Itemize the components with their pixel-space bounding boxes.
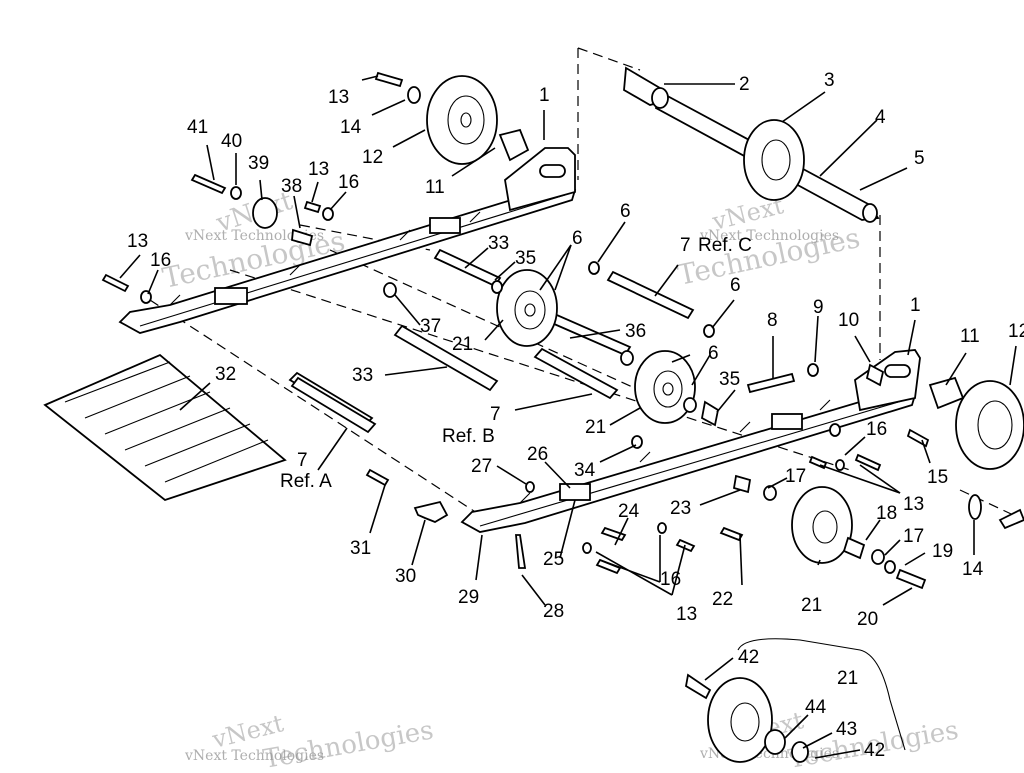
callout-23: 23 <box>670 498 691 519</box>
callout-16: 16 <box>150 250 171 271</box>
callout-16: 16 <box>660 569 681 590</box>
callout-6: 6 <box>708 343 719 364</box>
callout-13: 13 <box>903 494 924 515</box>
watermark-text: vNext Technologies <box>184 228 324 244</box>
callout-38: 38 <box>281 176 302 197</box>
leader-lines <box>119 75 1017 759</box>
callout-29: 29 <box>458 587 479 608</box>
callout-1: 1 <box>910 295 921 316</box>
callout-1: 1 <box>539 85 550 106</box>
callout-13: 13 <box>328 87 349 108</box>
callout-33: 33 <box>488 233 509 254</box>
callout-6: 6 <box>620 201 631 222</box>
callout-2: 2 <box>739 74 750 95</box>
assembly-lines <box>149 47 1024 521</box>
callout-43: 43 <box>836 719 857 740</box>
callout-7: 7 <box>297 450 308 471</box>
left-rail <box>118 147 577 334</box>
callout-17: 17 <box>903 526 924 547</box>
watermark-text: vNext Technologies <box>699 228 839 244</box>
ref-c-label: Ref. C <box>698 235 752 256</box>
callout-8: 8 <box>767 310 778 331</box>
callout-16: 16 <box>866 419 887 440</box>
callout-21: 21 <box>801 595 822 616</box>
callout-4: 4 <box>875 107 886 128</box>
callout-7: 7 <box>490 404 501 425</box>
watermark-text: vNext Technologies <box>184 748 324 764</box>
callout-24: 24 <box>618 501 640 522</box>
callout-12: 12 <box>1008 321 1024 342</box>
callout-26: 26 <box>527 444 548 465</box>
callout-labels: 1 1 2 3 4 5 6 6 6 6 7 Ref. C 7 Ref. B 7 … <box>127 70 1024 761</box>
callout-21: 21 <box>837 668 858 689</box>
callout-7: 7 <box>680 235 691 256</box>
callout-14: 14 <box>340 117 362 138</box>
callout-17: 17 <box>785 466 806 487</box>
callout-32: 32 <box>215 364 236 385</box>
watermark-text: Technologies <box>261 715 436 768</box>
callout-13: 13 <box>308 159 329 180</box>
callout-3: 3 <box>824 70 835 91</box>
callout-11: 11 <box>425 177 445 198</box>
callout-19: 19 <box>932 541 953 562</box>
ref-a-label: Ref. A <box>280 471 332 492</box>
track-mat <box>43 353 287 502</box>
callout-35: 35 <box>719 369 740 390</box>
callout-15: 15 <box>927 467 948 488</box>
callout-11: 11 <box>960 326 980 347</box>
wheels <box>426 75 1024 763</box>
callout-35: 35 <box>515 248 536 269</box>
callout-6: 6 <box>730 275 741 296</box>
hardware <box>101 71 1024 763</box>
callout-21: 21 <box>452 334 473 355</box>
callout-42: 42 <box>864 740 885 761</box>
callout-16: 16 <box>338 172 359 193</box>
callout-30: 30 <box>395 566 416 587</box>
callout-37: 37 <box>420 316 441 337</box>
callout-44: 44 <box>805 697 827 718</box>
callout-27: 27 <box>471 456 492 477</box>
callout-41: 41 <box>187 117 208 138</box>
callout-28: 28 <box>543 601 564 622</box>
callout-18: 18 <box>876 503 897 524</box>
callout-40: 40 <box>221 131 242 152</box>
callout-13: 13 <box>127 231 148 252</box>
ref-b-label: Ref. B <box>442 426 495 447</box>
callout-31: 31 <box>350 538 371 559</box>
callout-34: 34 <box>574 460 596 481</box>
callout-33: 33 <box>352 365 373 386</box>
callout-9: 9 <box>813 297 824 318</box>
callout-36: 36 <box>625 321 646 342</box>
callout-21: 21 <box>585 417 606 438</box>
callout-6: 6 <box>572 228 583 249</box>
callout-14: 14 <box>962 559 984 580</box>
callout-22: 22 <box>712 589 733 610</box>
callout-5: 5 <box>914 148 925 169</box>
callout-42: 42 <box>738 647 759 668</box>
callout-10: 10 <box>838 310 859 331</box>
callout-25: 25 <box>543 549 564 570</box>
callout-39: 39 <box>248 153 269 174</box>
callout-20: 20 <box>857 609 878 630</box>
callout-12: 12 <box>362 147 383 168</box>
callout-13: 13 <box>676 604 697 625</box>
kit-bracket <box>737 638 906 751</box>
right-rail <box>460 349 921 533</box>
